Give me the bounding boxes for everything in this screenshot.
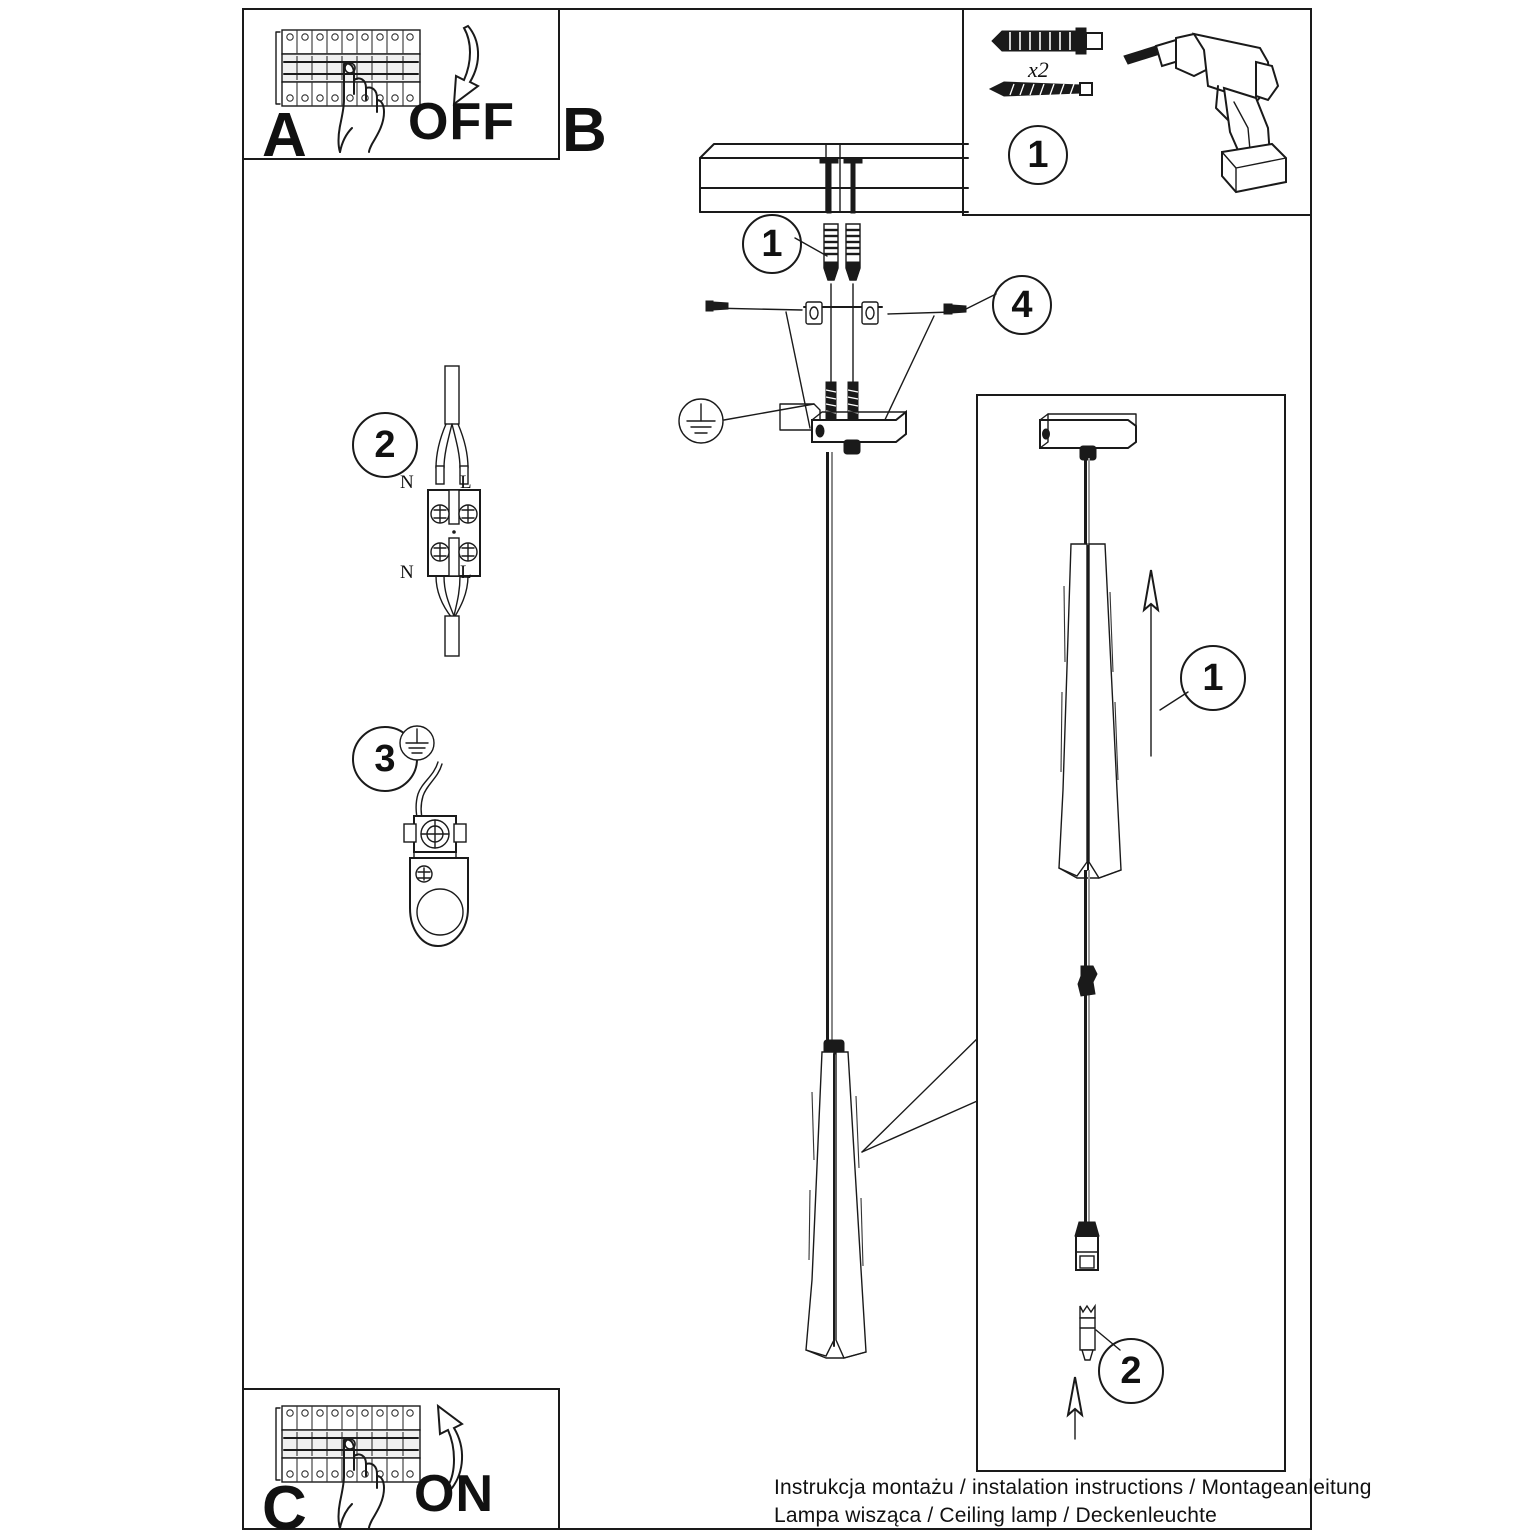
caption-line-2: Lampa wisząca / Ceiling lamp / Deckenleu… bbox=[774, 1504, 1218, 1527]
main-cable bbox=[826, 452, 829, 1052]
tools-callout-1: 1 bbox=[1008, 125, 1068, 185]
terminal-label-bottom-l: L bbox=[460, 562, 472, 583]
detail-lamp-shade-icon bbox=[1043, 540, 1139, 890]
caption-line-1: Instrukcja montażu / instalation instruc… bbox=[774, 1476, 1372, 1499]
panel-a-off-label: OFF bbox=[408, 93, 515, 151]
detail-callout-2: 2 bbox=[1098, 1338, 1164, 1404]
wall-plug-pair-icon bbox=[818, 222, 866, 284]
panel-c-on-label: ON bbox=[414, 1465, 494, 1523]
detail-cable-lower-hl bbox=[1088, 870, 1090, 1270]
wall-plug-icon bbox=[988, 25, 1108, 57]
panel-a-letter: A bbox=[262, 101, 307, 170]
zoom-leader-lines bbox=[858, 1030, 988, 1160]
screw-icon bbox=[988, 78, 1096, 100]
detail-callout-2-leader bbox=[1095, 1328, 1122, 1354]
terminal-block-wiring-icon bbox=[408, 365, 500, 657]
panel-b-earth-leader bbox=[723, 400, 816, 426]
lamp-socket-icon bbox=[1069, 1221, 1105, 1292]
detail-callout-1: 1 bbox=[1180, 645, 1246, 711]
cable-clamp-icon bbox=[1073, 964, 1101, 1000]
terminal-label-top-n: N bbox=[400, 472, 414, 493]
detail-arrow-up-shade-icon bbox=[1139, 568, 1163, 758]
panel-a-breaker-panel bbox=[272, 22, 432, 118]
terminal-label-top-l: L bbox=[460, 472, 472, 493]
mounting-bracket-icon bbox=[800, 298, 886, 328]
canopy-guide-lines bbox=[706, 306, 976, 432]
panel-b-callout-4: 4 bbox=[992, 275, 1052, 335]
panel-b-letter: B bbox=[562, 96, 607, 165]
light-bulb-icon bbox=[1072, 1302, 1104, 1366]
lamp-shade-icon bbox=[782, 1039, 892, 1370]
panel-b-callout-4-leader bbox=[963, 292, 998, 316]
panel-c-hand-icon bbox=[322, 1436, 400, 1529]
detail-canopy-icon bbox=[1036, 412, 1140, 461]
panel-a-hand-icon bbox=[322, 60, 400, 153]
detail-cable-lower bbox=[1084, 870, 1087, 1270]
panel-b-earth-symbol-icon bbox=[676, 396, 726, 446]
main-cable-highlight bbox=[831, 452, 833, 1052]
step-3-earth-symbol-icon bbox=[396, 722, 438, 764]
panel-b-callout-1: 1 bbox=[742, 214, 802, 274]
panel-c-arrow-up-icon bbox=[420, 1396, 490, 1492]
detail-callout-1-leader bbox=[1159, 690, 1190, 714]
detail-cable-upper-hl bbox=[1088, 458, 1090, 550]
panel-c-letter: C bbox=[262, 1474, 307, 1540]
panel-a-arrow-down-icon bbox=[428, 22, 498, 118]
assembly-axis-lines bbox=[818, 283, 866, 401]
panel-c-breaker-panel bbox=[272, 1398, 432, 1494]
detail-arrow-up-bulb-icon bbox=[1063, 1375, 1087, 1441]
terminal-label-bottom-n: N bbox=[400, 562, 414, 583]
bracket-screw-right-icon bbox=[943, 301, 970, 317]
detail-panel-box bbox=[976, 394, 1286, 1472]
ceiling-screw-heads bbox=[818, 155, 864, 215]
canopy-icon bbox=[778, 396, 910, 455]
detail-cable-upper bbox=[1084, 458, 1087, 550]
step-2-callout: 2 bbox=[352, 412, 418, 478]
panel-b-callout-1-leader bbox=[794, 234, 829, 260]
ground-terminal-icon bbox=[396, 812, 488, 950]
power-drill-icon bbox=[1120, 24, 1300, 200]
tools-quantity-label: x2 bbox=[1028, 57, 1049, 82]
ceiling-icon bbox=[699, 140, 969, 218]
